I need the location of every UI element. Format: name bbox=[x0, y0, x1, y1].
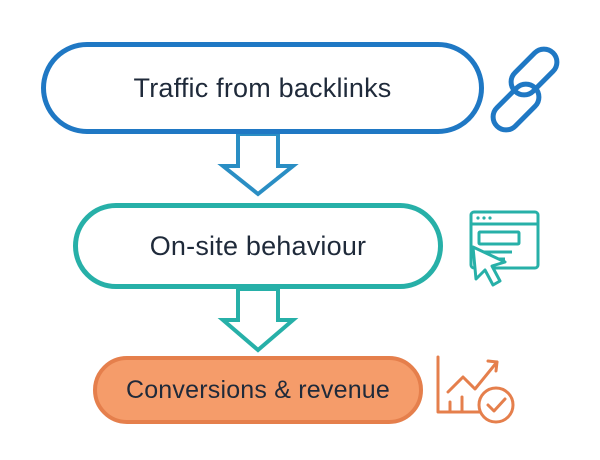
step-conversions-revenue: Conversions & revenue bbox=[93, 356, 423, 424]
step-label: Conversions & revenue bbox=[125, 375, 391, 404]
step-label: Traffic from backlinks bbox=[133, 72, 392, 103]
growth-chart-check-icon bbox=[436, 355, 515, 424]
step-on-site-behaviour: On-site behaviour bbox=[73, 203, 443, 289]
browser-cursor-icon bbox=[469, 210, 540, 287]
step-traffic-from-backlinks: Traffic from backlinks bbox=[41, 42, 484, 134]
down-arrow-2 bbox=[217, 287, 299, 353]
down-arrow-1 bbox=[217, 132, 299, 197]
step-label: On-site behaviour bbox=[149, 230, 367, 261]
chain-link-icon bbox=[490, 46, 560, 133]
